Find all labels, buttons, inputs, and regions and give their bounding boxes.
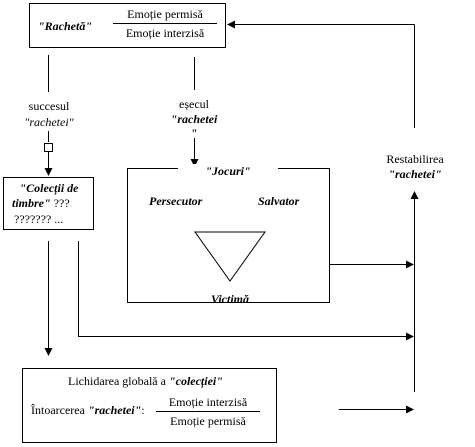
liquidation-line2-plain: Întoarcerea [31, 403, 88, 417]
racket-fraction-numerator: Emoție permisă [127, 7, 203, 21]
rescuer-label: Salvator [258, 194, 300, 208]
liquidation-fraction: Emoție interzisă Emoție permisă [156, 395, 260, 428]
restore-label-line1: Restabilirea [374, 152, 456, 166]
liquidation-fraction-denominator: Emoție permisă [156, 411, 260, 428]
restore-label-line2: "rachetei" [374, 167, 456, 181]
victim-label: Victimă [210, 292, 249, 306]
collections-line2: timbre" ??? [12, 196, 70, 210]
liquidation-box [22, 368, 277, 443]
drama-triangle [194, 231, 266, 282]
failure-label-line2: "rachetei [170, 112, 218, 126]
collections-line2-bold: timbre" [12, 196, 51, 210]
racket-fraction: Emoție permisă Emoție interzisă [113, 7, 217, 40]
liquidation-line1-plain: Lichidarea globală a [68, 374, 169, 388]
failure-label-line3: " [190, 126, 198, 140]
collections-box [3, 177, 94, 230]
persecutor-label: Persecutor [149, 194, 203, 208]
success-label-line2: "rachetei" [24, 115, 74, 129]
collections-to-restore-arrow [78, 241, 414, 341]
liquidation-fraction-numerator: Emoție interzisă [168, 395, 248, 409]
games-box [127, 168, 330, 303]
racket-label: "Rachetă" [38, 19, 92, 33]
liquidation-line1: Lichidarea globală a "colecției" [68, 374, 223, 388]
collections-line1: "Colecții de [19, 181, 79, 195]
collections-line2-rest: ??? [50, 196, 70, 210]
liquidation-line2-colon: : [141, 403, 145, 417]
success-label-line1: succesul [28, 99, 70, 113]
liquidation-line2: Întoarcerea "rachetei": [31, 403, 145, 417]
games-title: "Jocuri" [178, 164, 278, 178]
success-small-square [44, 143, 53, 152]
failure-label-line1: eșecul [179, 97, 209, 111]
racket-box [29, 3, 226, 48]
liquidation-line1-bold: "colecției" [168, 374, 223, 388]
racket-fraction-denominator: Emoție interzisă [113, 23, 217, 40]
liquidation-line2-bold: "rachetei" [87, 403, 142, 417]
collections-line3: ??????? ... [14, 212, 64, 226]
